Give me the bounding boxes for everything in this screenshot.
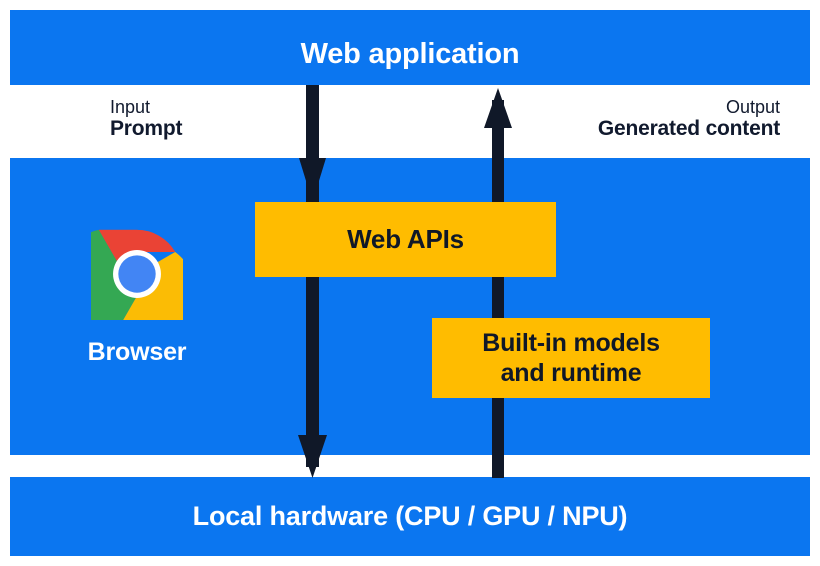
input-caption: Input — [110, 97, 151, 117]
chrome-logo-icon — [91, 229, 183, 320]
web-apis-box-overlay: Web APIs — [255, 202, 556, 277]
local-hardware-band: Local hardware (CPU / GPU / NPU) — [10, 477, 810, 556]
built-in-models-line-1-overlay: Built-in models — [482, 328, 660, 357]
browser-label: Browser — [87, 338, 187, 366]
web-apis-label-overlay: Web APIs — [347, 223, 464, 254]
web-application-band: Web application — [10, 10, 810, 85]
built-in-models-box-overlay: Built-in models and runtime — [432, 318, 710, 398]
browser-group: Browser — [52, 228, 222, 367]
input-flow-label: Input Prompt — [110, 97, 183, 141]
output-caption: Output — [725, 97, 780, 117]
input-value: Prompt — [110, 116, 183, 140]
built-in-models-line-2-overlay: and runtime — [500, 359, 642, 387]
output-value: Generated content — [597, 116, 780, 140]
output-flow-label: Output Generated content — [598, 98, 780, 141]
local-hardware-title: Local hardware (CPU / GPU / NPU) — [192, 501, 628, 531]
built-in-models-label-overlay: Built-in models and runtime — [482, 328, 660, 389]
web-application-title: Web application — [300, 38, 520, 70]
